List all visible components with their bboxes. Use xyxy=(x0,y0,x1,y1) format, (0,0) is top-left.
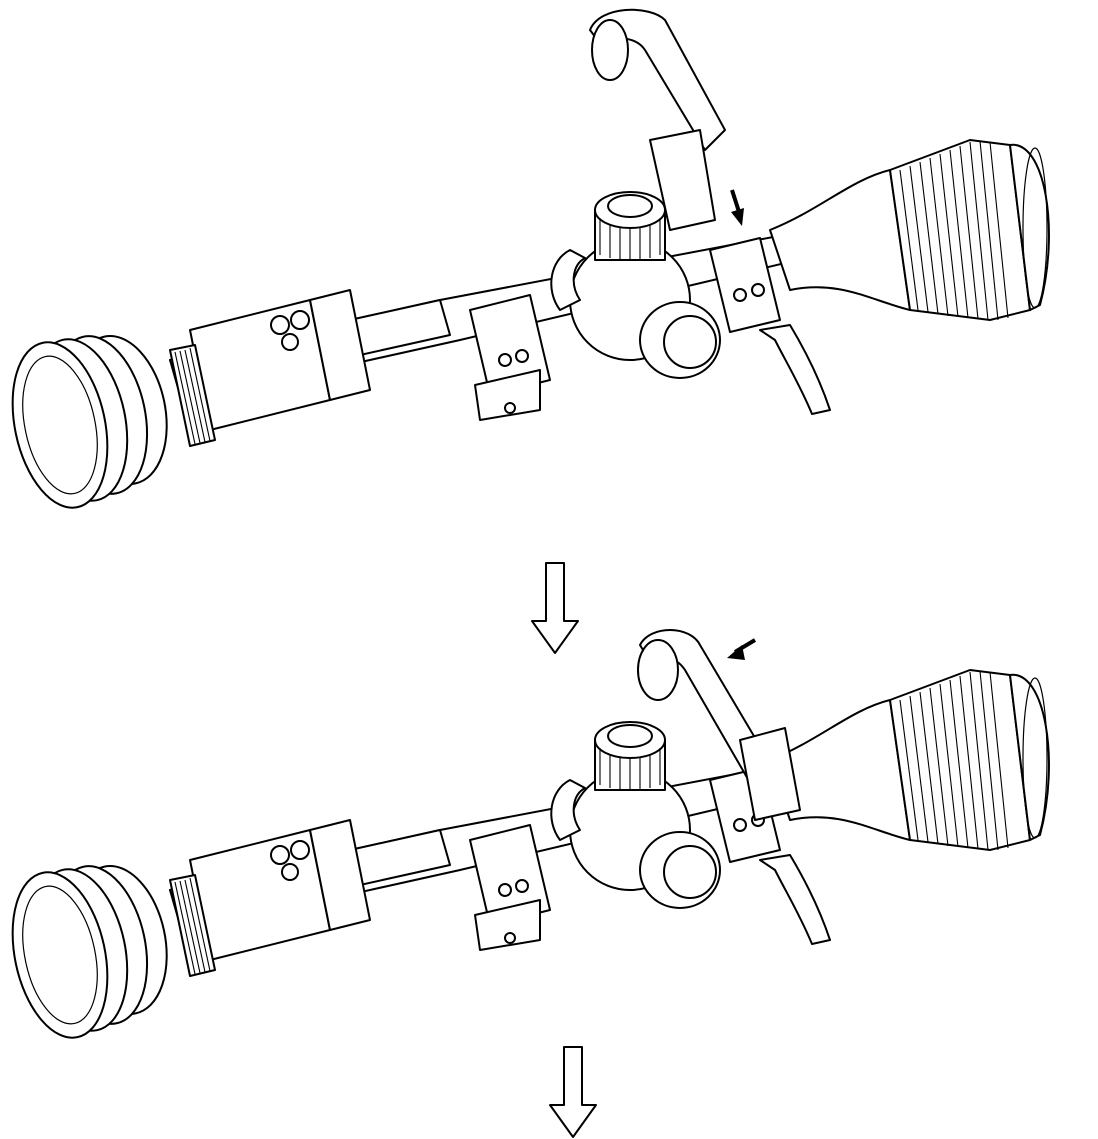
pointer-arrow-icon xyxy=(730,189,744,226)
accessory-mount-open xyxy=(589,8,726,231)
scope-figure-bottom xyxy=(0,629,1050,1048)
pointer-arrow-icon xyxy=(727,638,757,660)
scope-figure-top xyxy=(0,8,1050,518)
down-arrow-icon xyxy=(531,562,579,654)
down-arrow-icon xyxy=(549,1046,597,1138)
accessory-mount-attached xyxy=(637,629,801,821)
